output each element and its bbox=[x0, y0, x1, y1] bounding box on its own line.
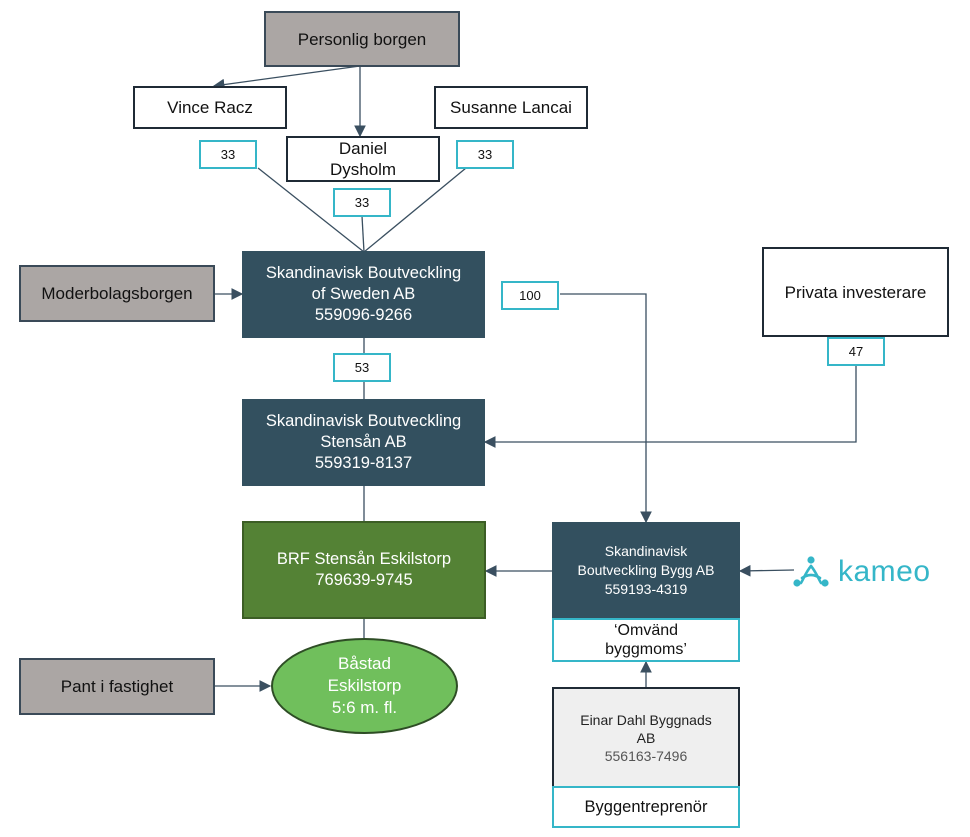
owner-daniel-dysholm: Daniel Dysholm bbox=[286, 136, 440, 182]
entity-bygg: Skandinavisk Boutveckling Bygg AB 559193… bbox=[552, 522, 740, 619]
entity-brf: BRF Stensån Eskilstorp 769639-9745 bbox=[242, 521, 486, 619]
owner-vince-racz: Vince Racz bbox=[133, 86, 287, 129]
edge-kameo-bygg bbox=[738, 564, 795, 577]
share-privata-stensan: 47 bbox=[827, 337, 885, 366]
share-susanne: 33 bbox=[456, 140, 514, 169]
edge-sbos-bygg bbox=[560, 293, 652, 524]
edge-daniel-sbos bbox=[361, 215, 365, 253]
personlig-borgen-box: Personlig borgen bbox=[264, 11, 460, 67]
owner-susanne-lancai: Susanne Lancai bbox=[434, 86, 588, 129]
edge-vince-sbos bbox=[257, 167, 365, 253]
share-sbos-stensan: 53 bbox=[333, 353, 391, 382]
privata-investerare-box: Privata investerare bbox=[762, 247, 949, 337]
entity-sbos: Skandinavisk Boutveckling of Sweden AB 5… bbox=[242, 251, 485, 338]
share-sbos-bygg: 100 bbox=[501, 281, 559, 310]
share-vince: 33 bbox=[199, 140, 257, 169]
pant-i-fastighet-box: Pant i fastighet bbox=[19, 658, 215, 715]
edge-privata-stensan bbox=[483, 365, 857, 448]
omvand-byggmoms-box: ‘Omvänd byggmoms’ bbox=[552, 618, 740, 662]
entity-einar-dahl: Einar Dahl Byggnads AB 556163-7496 bbox=[552, 687, 740, 788]
share-daniel: 33 bbox=[333, 188, 391, 217]
kameo-wordmark: kameo bbox=[838, 555, 931, 588]
edge-susanne-sbos bbox=[363, 167, 467, 253]
byggentreprenor-box: Byggentreprenör bbox=[552, 786, 740, 828]
edge-borgen-vince bbox=[212, 65, 361, 91]
moderbolagsborgen-box: Moderbolagsborgen bbox=[19, 265, 215, 322]
kameo-people-icon bbox=[793, 556, 829, 587]
property-bastad-eskilstorp: Båstad Eskilstorp 5:6 m. fl. bbox=[271, 638, 458, 734]
kameo-logo: kameo bbox=[792, 548, 952, 596]
entity-stensan: Skandinavisk Boutveckling Stensån AB 559… bbox=[242, 399, 485, 486]
